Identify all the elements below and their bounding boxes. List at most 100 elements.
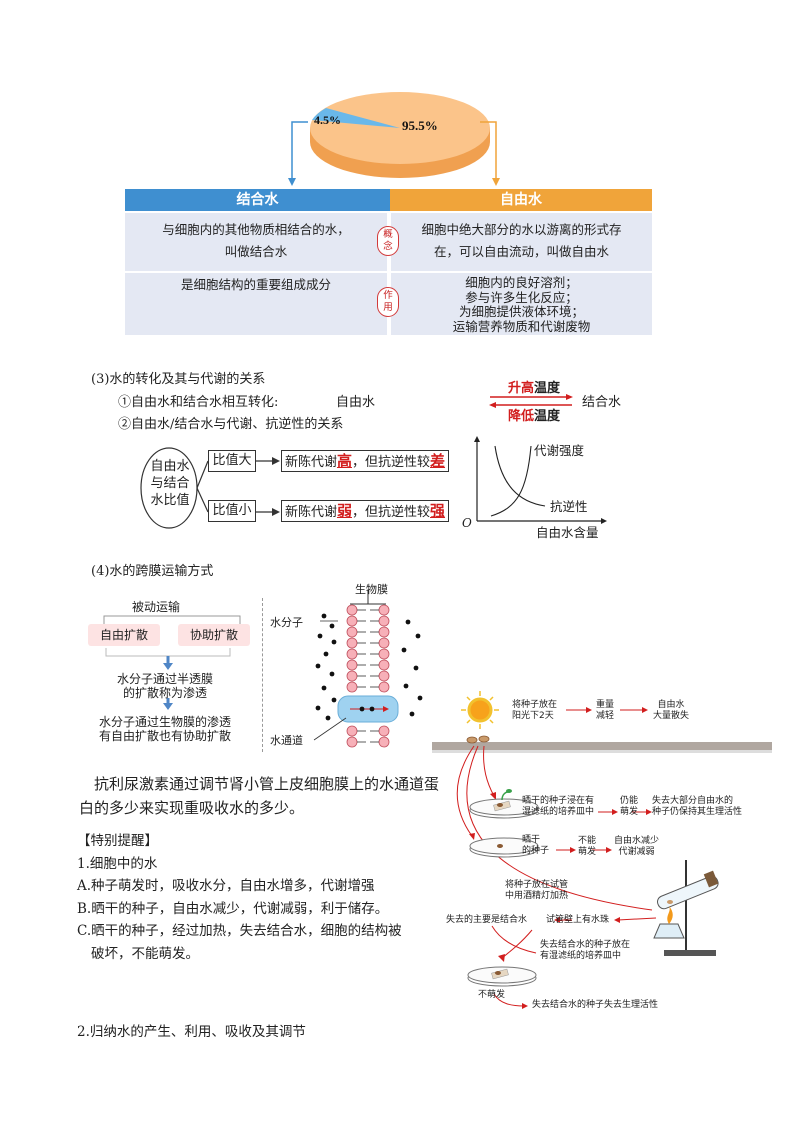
concept-badge: 概念	[377, 226, 399, 256]
lipid-head	[378, 736, 390, 748]
water-molecule-dot	[315, 705, 321, 711]
free-diffusion-box: 自由扩散	[88, 624, 160, 646]
water-type-table: 结合水 自由水 与细胞内的其他物质相结合的水， 叫做结合水 细胞中绝大部分的水以…	[125, 189, 652, 335]
metabolism-curve-chart	[474, 436, 607, 524]
dried-seed-text: 晒干的种子	[522, 835, 550, 856]
lipid-head	[378, 604, 390, 616]
reduce-text: 自由水减少代谢减弱	[614, 836, 660, 857]
x-axis-label: 自由水含量	[536, 525, 599, 540]
origin-label: O	[462, 516, 472, 530]
free-water-header: 自由水	[390, 189, 652, 211]
free-water-function: 细胞内的良好溶剂； 参与许多生化反应； 为细胞提供液体环境； 运输营养物质和代谢…	[452, 275, 591, 334]
water-molecule-dot	[321, 685, 327, 691]
function-right-cell	[391, 273, 652, 335]
still-germinate-text: 仍能萌发	[620, 796, 639, 817]
temp-up-label: 升高温度	[508, 381, 561, 396]
lipid-head	[378, 615, 390, 627]
lipid-head	[378, 637, 390, 649]
passive-transport-label: 被动运输	[132, 600, 181, 614]
bound-water-header: 结合水	[125, 189, 390, 211]
water-pie-chart: 4.5% 95.5%	[310, 92, 490, 178]
free-water-concept: 细胞中绝大部分的水以游离的形式存 在，可以自由流动，叫做自由水	[421, 222, 622, 259]
concept-left-cell	[125, 213, 387, 271]
water-molecule-dot	[403, 683, 409, 689]
water-molecule-dot	[413, 665, 419, 671]
facilitated-diffusion-box: 协助扩散	[178, 624, 250, 646]
water-molecule-dot	[359, 706, 365, 712]
ratio-small-box: 比值小	[208, 500, 256, 522]
water-molecule-dot	[323, 651, 329, 657]
weight-loss-text: 重量减轻	[596, 700, 615, 721]
lipid-head	[378, 626, 390, 638]
ratio-big-result: 新陈代谢高，但抗逆性较差	[281, 450, 449, 472]
no-germinate-text: 不萌发	[478, 990, 506, 1000]
temp-down-label: 降低温度	[508, 409, 561, 424]
metabolism-label: 代谢强度	[534, 443, 585, 458]
special-reminder: 【特别提醒】 1.细胞中的水 A.种子萌发时，吸收水分，自由水增多，代谢增强 B…	[77, 830, 402, 965]
seed-experiment-diagram	[432, 691, 772, 1009]
conversion-arrows	[489, 394, 573, 408]
water-molecule-dot	[331, 639, 337, 645]
main-loss-text: 失去的主要是结合水	[446, 915, 528, 925]
heat-text: 将种子放在试管中用酒精灯加热	[505, 880, 569, 901]
lipid-head	[346, 736, 358, 748]
viability-text: 失去大部分自由水的种子仍保持其生理活性	[652, 796, 743, 817]
water-molecule-dot	[331, 697, 337, 703]
bound-water-concept: 与细胞内的其他物质相结合的水， 叫做结合水	[162, 222, 350, 259]
lipid-head	[378, 670, 390, 682]
section2-heading: 2.归纳水的产生、利用、吸收及其调节	[77, 1024, 306, 1040]
ratio-diagram-lines	[140, 447, 280, 529]
free-water-loss-text: 自由水大量散失	[653, 700, 690, 721]
ratio-circle-text: 自由水 与结合 水比值	[150, 459, 190, 508]
resistance-label: 抗逆性	[550, 499, 588, 514]
water-molecule-dot	[321, 613, 327, 619]
water-molecule-dot	[417, 695, 423, 701]
bound-water-function: 是细胞结构的重要组成成分	[180, 277, 331, 292]
lipid-head	[346, 648, 358, 660]
membrane-label: 生物膜	[355, 583, 388, 596]
section3-item1: ①自由水和结合水相互转化:	[118, 395, 279, 410]
reminder-c1: C.晒干的种子，经过加热，失去结合水，细胞的结构被	[77, 923, 402, 939]
lipid-head	[378, 725, 390, 737]
membrane-diagram	[313, 590, 423, 748]
sun-text: 将种子放在阳光下2天	[512, 700, 558, 721]
metabolism-curve	[490, 445, 532, 517]
function-left-cell	[125, 273, 387, 335]
pie-arrows	[288, 121, 500, 186]
osmosis-definition: 水分子通过半透膜 的扩散称为渗透	[116, 672, 213, 700]
lipid-head	[346, 681, 358, 693]
water-molecule-label: 水分子	[270, 616, 303, 629]
lipid-head	[346, 626, 358, 638]
function-badge: 作用	[377, 287, 399, 317]
water-molecule-dot	[369, 706, 375, 712]
pie-small-label: 4.5%	[314, 113, 341, 127]
section3-title: (3)水的转化及其与代谢的关系	[91, 372, 266, 387]
section3-item2: ②自由水/结合水与代谢、抗逆性的关系	[118, 417, 344, 432]
water-molecule-dot	[405, 619, 411, 625]
lipid-head	[346, 615, 358, 627]
dashed-divider	[262, 598, 263, 752]
reminder-a: A.种子萌发时，吸收水分，自由水增多，代谢增强	[77, 878, 375, 894]
water-molecule-dot	[401, 647, 407, 653]
lipid-head	[378, 659, 390, 671]
petri-dish-soaked	[469, 789, 539, 819]
sun-icon	[461, 691, 499, 729]
ratio-small-result: 新陈代谢弱，但抗逆性较强	[281, 500, 449, 522]
lipid-head	[378, 681, 390, 693]
reminder-b: B.晒干的种子，自由水减少，代谢减弱，利于储存。	[77, 900, 389, 917]
concept-right-cell	[391, 213, 652, 271]
item1-bound-water: 结合水	[582, 395, 622, 410]
lipid-head	[346, 670, 358, 682]
lipid-head	[346, 637, 358, 649]
soak-text: 晒干的种子浸在有湿滤纸的培养皿中	[522, 796, 595, 817]
section4-title: (4)水的跨膜运输方式	[91, 564, 214, 579]
pie-slice-small	[312, 108, 400, 128]
place-text: 失去结合水的种子放在有湿滤纸的培养皿中	[540, 940, 631, 961]
ground-bar	[432, 742, 772, 750]
water-channel-label: 水通道	[270, 734, 303, 747]
water-molecule-dot	[329, 671, 335, 677]
reminder-c2: 破坏，不能萌发。	[91, 945, 199, 962]
ratio-big-box: 比值大	[208, 450, 256, 472]
lipid-head	[346, 659, 358, 671]
lose-activity-text: 失去结合水的种子失去生理活性	[532, 1000, 659, 1010]
